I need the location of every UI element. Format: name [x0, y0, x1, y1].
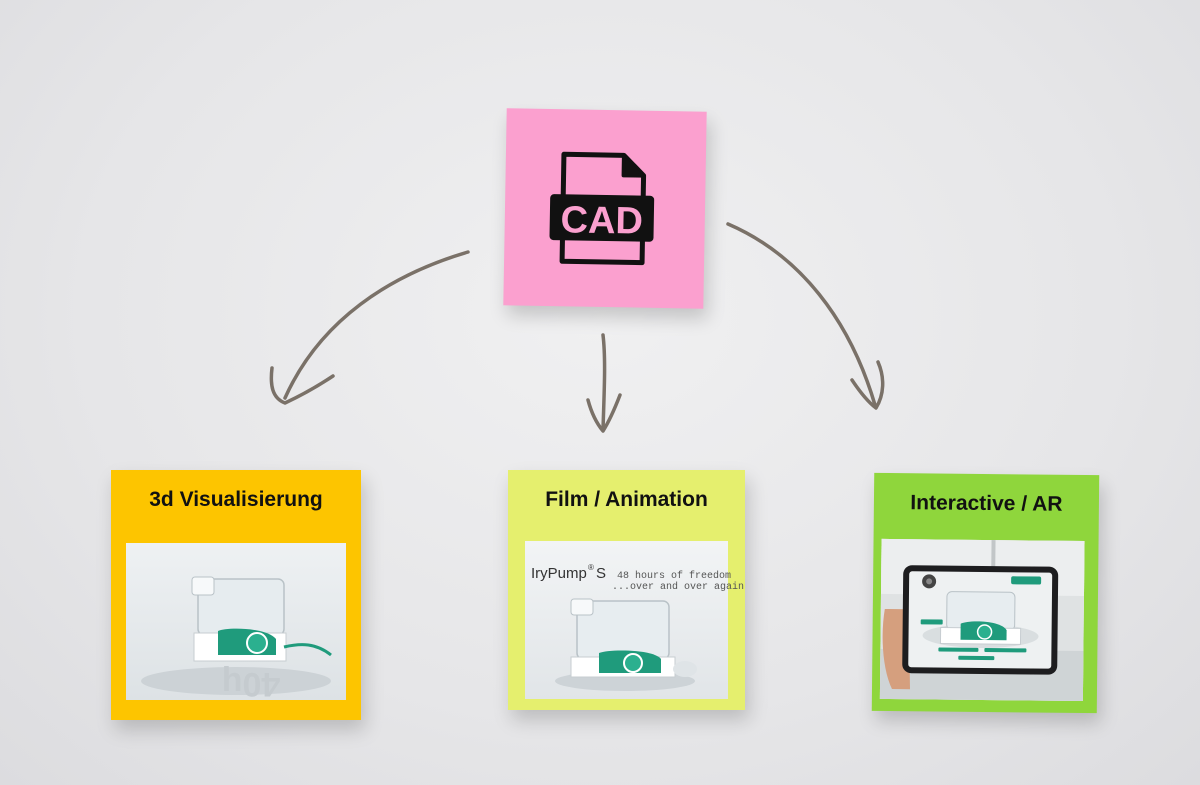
sticky-note-film: Film / Animation IryPump ® S 48 hours of… [508, 470, 745, 710]
arrowhead-right [850, 360, 885, 410]
pump-render-photo: 40ɥ [126, 543, 346, 703]
cad-label: CAD [560, 199, 643, 242]
arrow-left [283, 250, 470, 400]
arrow-center [601, 333, 607, 432]
arrowhead-center [586, 393, 622, 433]
brand-name: IryPump [531, 565, 587, 582]
cad-file-icon: CAD [549, 151, 655, 266]
arrow-right [726, 222, 877, 407]
tablet-ar-photo [879, 538, 1085, 702]
tagline-line-2: ...over and over again [612, 581, 744, 593]
note-title: 3d Visualisierung [149, 488, 323, 511]
pump-animation-still: IryPump ® S 48 hours of freedom ...over … [525, 541, 744, 699]
svg-text:®: ® [588, 563, 594, 572]
tagline-line-1: 48 hours of freedom [617, 570, 731, 582]
cad-sticky-note: CAD [503, 108, 707, 309]
note-title: Interactive / AR [910, 491, 1063, 516]
arrowhead-left [269, 366, 335, 405]
note-title: Film / Animation [545, 488, 708, 511]
sticky-note-ar: Interactive / AR [871, 472, 1100, 714]
svg-text:40ɥ: 40ɥ [222, 665, 281, 703]
sticky-note-3d: 3d Visualisierung 40ɥ [111, 470, 361, 720]
brand-suffix: S [596, 565, 606, 582]
